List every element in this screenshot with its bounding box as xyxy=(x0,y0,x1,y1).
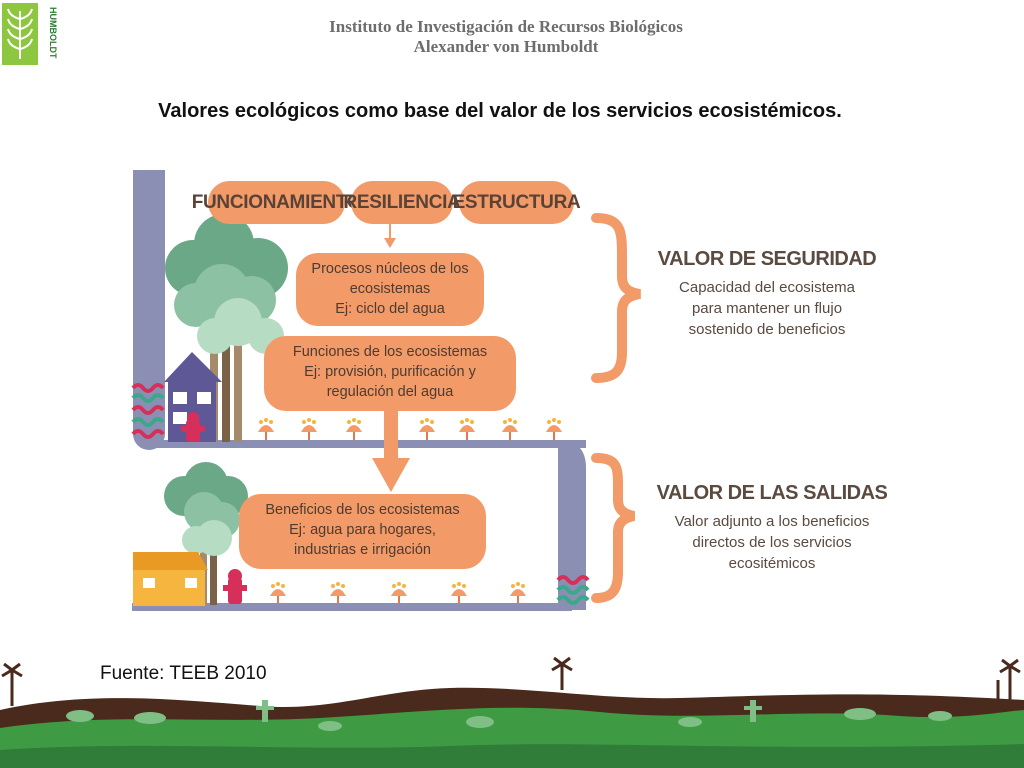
landscape-footer xyxy=(0,656,1024,768)
cactus-icons xyxy=(256,700,762,722)
functions-box: Funciones de los ecosistemas Ej: provisi… xyxy=(264,336,516,411)
output-value-heading: VALOR DE LAS SALIDAS xyxy=(656,482,888,504)
pill-estructura: ESTRUCTURA xyxy=(453,181,581,224)
slide-title: Valores ecológicos como base del valor d… xyxy=(158,100,842,122)
security-value: VALOR DE SEGURIDAD Capacidad del ecosist… xyxy=(652,248,882,340)
benefits-box: Beneficios de los ecosistemas Ej: agua p… xyxy=(239,494,486,569)
flower-row-upper xyxy=(258,418,562,440)
institute-name: Instituto de Investigación de Recursos B… xyxy=(316,17,696,57)
functions-line-1: Funciones de los ecosistemas xyxy=(292,344,488,360)
hydrant-upper xyxy=(181,412,205,442)
output-desc-line-1: Valor adjunto a los beneficios xyxy=(674,513,870,530)
processes-box: Procesos núcleos de los ecosistemas Ej: … xyxy=(296,253,484,326)
animal-silhouettes xyxy=(66,708,952,731)
security-desc-line-1: Capacidad del ecosistema xyxy=(679,279,855,296)
pill-resiliencia: RESILIENCIA xyxy=(343,181,461,224)
pill-funcionamiento: FUNCIONAMIENTO xyxy=(192,181,362,224)
pill-label: FUNCIONAMIENTO xyxy=(191,191,362,213)
flower-row-lower xyxy=(270,582,526,603)
brace-output xyxy=(591,453,636,603)
benefits-line-2: Ej: agua para hogares, xyxy=(289,522,436,538)
logo-text: HUMBOLDT xyxy=(48,7,58,59)
functions-line-3: regulación del agua xyxy=(326,384,454,400)
functions-line-2: Ej: provisión, purificación y xyxy=(304,364,476,380)
source-citation: Fuente: TEEB 2010 xyxy=(100,663,267,684)
arrow-small xyxy=(384,224,396,248)
tree-cluster-upper xyxy=(165,214,288,442)
security-desc-line-2: para mantener un flujo xyxy=(691,300,843,317)
house-yellow xyxy=(133,552,208,606)
pill-label: RESILIENCIA xyxy=(343,191,461,213)
arrow-large xyxy=(372,410,410,492)
brace-security xyxy=(591,213,641,383)
hydrant-lower xyxy=(223,569,247,604)
tree-cluster-lower xyxy=(164,462,248,605)
water-pipe xyxy=(132,170,586,611)
processes-line-2: ecosistemas xyxy=(349,281,431,297)
output-value: VALOR DE LAS SALIDAS Valor adjunto a los… xyxy=(652,482,892,574)
palm-trees xyxy=(1,656,1021,706)
security-value-desc: Capacidad del ecosistema para mantener u… xyxy=(652,277,882,340)
institute-line-2: Alexander von Humboldt xyxy=(413,37,599,56)
humboldt-logo: HUMBOLDT xyxy=(2,3,58,65)
security-desc-line-3: sostenido de beneficios xyxy=(688,321,846,338)
security-value-heading: VALOR DE SEGURIDAD xyxy=(657,248,877,270)
pill-label: ESTRUCTURA xyxy=(452,191,581,213)
pipe-stripes xyxy=(131,383,590,605)
processes-line-1: Procesos núcleos de los xyxy=(311,261,469,277)
output-desc-line-2: directos de los servicios xyxy=(692,534,852,551)
institute-line-1: Instituto de Investigación de Recursos B… xyxy=(329,17,683,36)
benefits-line-3: industrias e irrigación xyxy=(293,542,431,558)
output-desc-line-3: ecositémicos xyxy=(728,555,816,572)
benefits-line-1: Beneficios de los ecosistemas xyxy=(265,502,460,518)
processes-line-3: Ej: ciclo del agua xyxy=(335,301,445,317)
output-value-desc: Valor adjunto a los beneficios directos … xyxy=(652,511,892,574)
